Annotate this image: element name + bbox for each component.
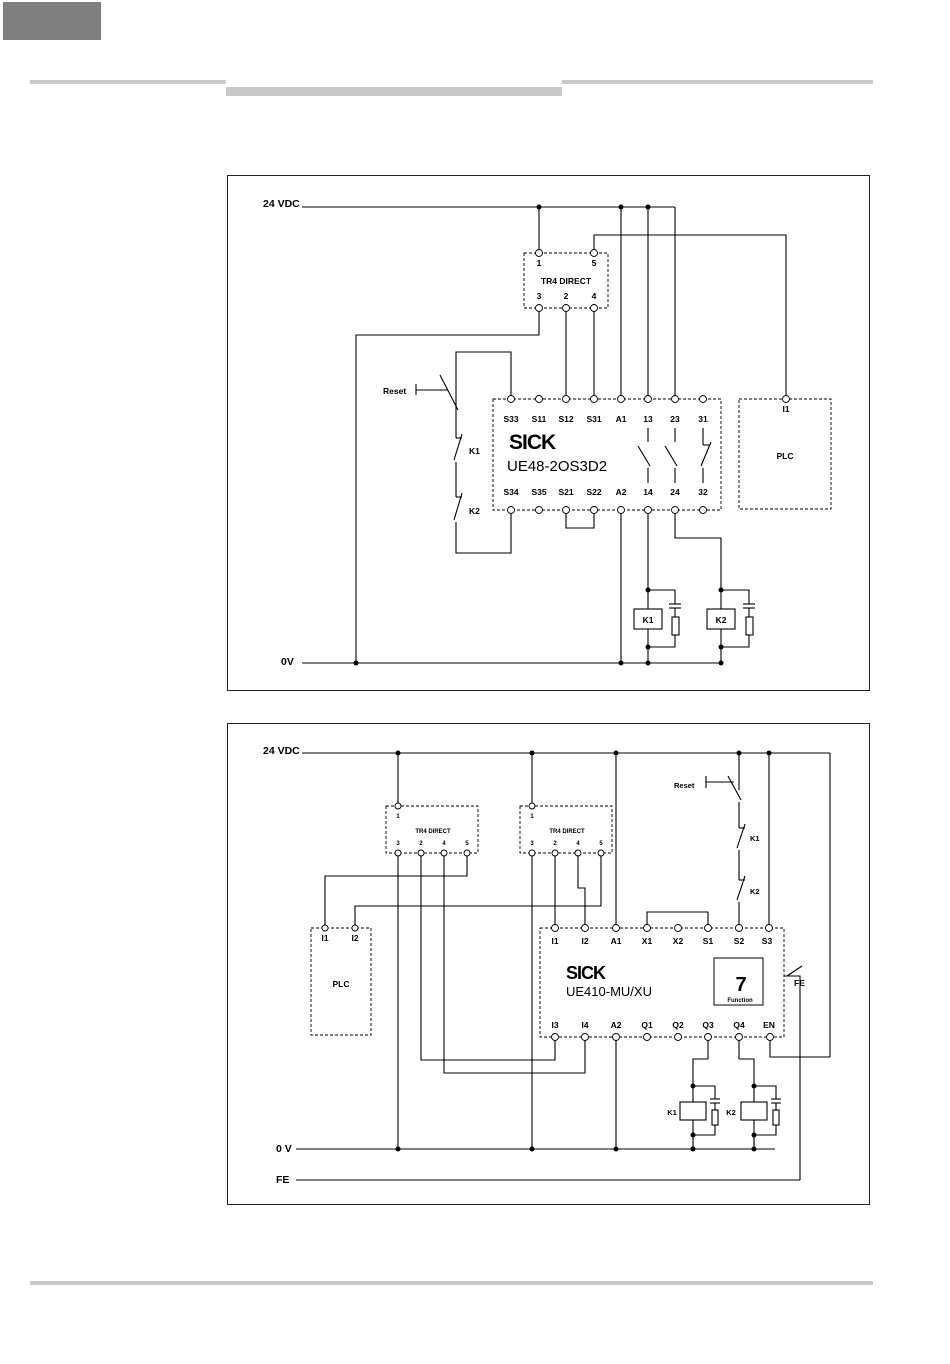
svg-text:A1: A1 [611,936,622,946]
svg-text:Q1: Q1 [641,1020,653,1030]
svg-text:X2: X2 [673,936,684,946]
diagram-2: 24 VDC 0 V FE TR4 DIRECT 1 3 2 4 5 TR4 D… [263,745,830,1186]
svg-text:K2: K2 [716,615,727,625]
function-label: Function [727,998,753,1004]
plc-label: PLC [777,451,794,461]
svg-text:S35: S35 [531,487,546,497]
k2-label: K2 [469,506,480,516]
svg-text:S34: S34 [503,487,518,497]
svg-text:A2: A2 [611,1020,622,1030]
k1-label: K1 [469,446,480,456]
svg-text:5: 5 [465,841,469,847]
svg-text:4: 4 [442,841,446,847]
svg-text:S33: S33 [503,414,518,424]
svg-text:A1: A1 [616,414,627,424]
svg-text:K1: K1 [750,834,760,843]
relay-model: UE48-2OS3D2 [507,458,607,475]
svg-text:I2: I2 [581,936,588,946]
sick-logo-2: SICK [566,963,606,983]
rail-24v-label: 24 VDC [263,198,300,210]
svg-text:4: 4 [592,291,597,301]
svg-text:I4: I4 [581,1020,588,1030]
svg-text:S31: S31 [586,414,601,424]
svg-text:K2: K2 [726,1108,736,1117]
tr4-direct-switch: TR4 DIRECT 1 5 3 2 4 [524,253,608,308]
svg-text:31: 31 [698,414,708,424]
plc-1: I1 PLC [739,399,831,509]
svg-text:S3: S3 [762,936,773,946]
svg-text:Q3: Q3 [702,1020,714,1030]
relay-bottom-terminals: S34 S35 S21 S22 A2 14 24 32 [503,487,708,497]
rail-fe-label: FE [276,1174,289,1186]
safety-relay-ue48: SICK UE48-2OS3D2 S33 S11 S12 S31 A1 13 2… [493,399,721,510]
plc-2: I1 I2 PLC [311,928,371,1035]
svg-text:EN: EN [763,1020,775,1030]
relay-top-terminals: S33 S11 S12 S31 A1 13 23 31 [503,414,708,424]
svg-text:3: 3 [396,841,400,847]
svg-text:32: 32 [698,487,708,497]
rail-0v-label: 0V [281,656,294,668]
svg-text:1: 1 [530,814,534,820]
diagram-1: 24 VDC 0V TR4 DIRECT 1 5 3 2 4 SICK UE48… [263,198,831,668]
svg-text:S12: S12 [558,414,573,424]
sick-logo: SICK [509,431,556,454]
relay-model-2: UE410-MU/XU [566,984,652,999]
svg-text:23: 23 [670,414,680,424]
svg-text:1: 1 [396,814,400,820]
svg-text:S11: S11 [532,414,547,424]
svg-text:K1: K1 [667,1108,677,1117]
svg-text:K2: K2 [750,887,760,896]
svg-text:1: 1 [537,258,542,268]
safety-relay-ue410: SICK UE410-MU/XU 7 Function I1 I2 A1 X1 … [540,928,805,1037]
function-number: 7 [735,974,746,996]
svg-text:TR4 DIRECT: TR4 DIRECT [549,829,585,835]
svg-text:2: 2 [419,841,423,847]
svg-text:A2: A2 [616,487,627,497]
reset-label-2: Reset [674,781,695,790]
svg-text:3: 3 [530,841,534,847]
svg-text:S21: S21 [558,487,573,497]
svg-text:14: 14 [643,487,653,497]
tr4-label: TR4 DIRECT [541,276,592,286]
svg-text:I1: I1 [551,936,558,946]
svg-text:I1: I1 [782,404,789,414]
reset-label: Reset [383,386,406,396]
svg-text:I1: I1 [321,933,328,943]
rail-24v-label-2: 24 VDC [263,745,300,757]
svg-text:5: 5 [592,258,597,268]
svg-text:24: 24 [670,487,680,497]
svg-text:I2: I2 [351,933,358,943]
svg-text:S1: S1 [703,936,714,946]
rail-0v-label-2: 0 V [276,1143,292,1155]
tr4-direct-switch-a: TR4 DIRECT 1 3 2 4 5 [386,806,478,853]
svg-text:3: 3 [537,291,542,301]
plc-2-label: PLC [333,979,350,989]
svg-text:K1: K1 [643,615,654,625]
svg-text:2: 2 [564,291,569,301]
svg-text:X1: X1 [642,936,653,946]
svg-text:13: 13 [643,414,653,424]
svg-text:I3: I3 [551,1020,558,1030]
tr4-direct-switch-b: TR4 DIRECT 1 3 2 4 5 [520,806,612,853]
svg-text:5: 5 [599,841,603,847]
svg-text:2: 2 [553,841,557,847]
svg-text:TR4 DIRECT: TR4 DIRECT [415,829,451,835]
svg-text:Q2: Q2 [672,1020,684,1030]
svg-text:S2: S2 [734,936,745,946]
svg-text:4: 4 [576,841,580,847]
svg-text:S22: S22 [586,487,601,497]
svg-text:Q4: Q4 [733,1020,745,1030]
